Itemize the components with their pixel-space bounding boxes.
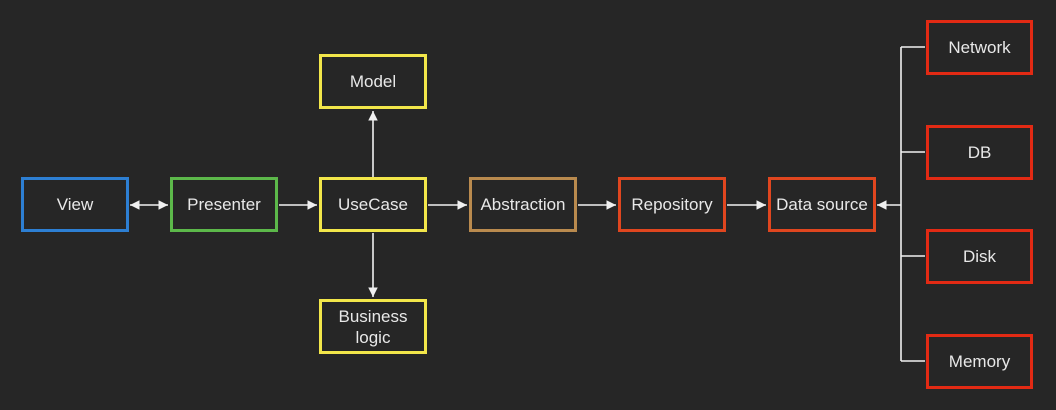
- disk-box: Disk: [926, 229, 1033, 284]
- usecase-box: UseCase: [319, 177, 427, 232]
- presenter-label: Presenter: [187, 195, 261, 214]
- disk-label: Disk: [962, 247, 997, 266]
- model-box: Model: [319, 54, 427, 109]
- usecase-label: UseCase: [338, 195, 408, 214]
- data-source-box: Data source: [768, 177, 876, 232]
- view-box: View: [21, 177, 129, 232]
- memory-label: Memory: [948, 352, 1011, 371]
- network-label: Network: [948, 38, 1011, 57]
- abstraction-box: Abstraction: [469, 177, 577, 232]
- model-label: Model: [349, 72, 397, 91]
- business-logic-box: Business logic: [319, 299, 427, 354]
- repository-label: Repository: [631, 195, 713, 214]
- db-box: DB: [926, 125, 1033, 180]
- abstraction-label: Abstraction: [480, 195, 566, 214]
- view-label: View: [56, 195, 94, 214]
- network-box: Network: [926, 20, 1033, 75]
- data-source-label: Data source: [776, 195, 868, 214]
- presenter-box: Presenter: [170, 177, 278, 232]
- memory-box: Memory: [926, 334, 1033, 389]
- db-label: DB: [967, 143, 992, 162]
- repository-box: Repository: [618, 177, 726, 232]
- business-logic-label: Business logic: [338, 306, 408, 347]
